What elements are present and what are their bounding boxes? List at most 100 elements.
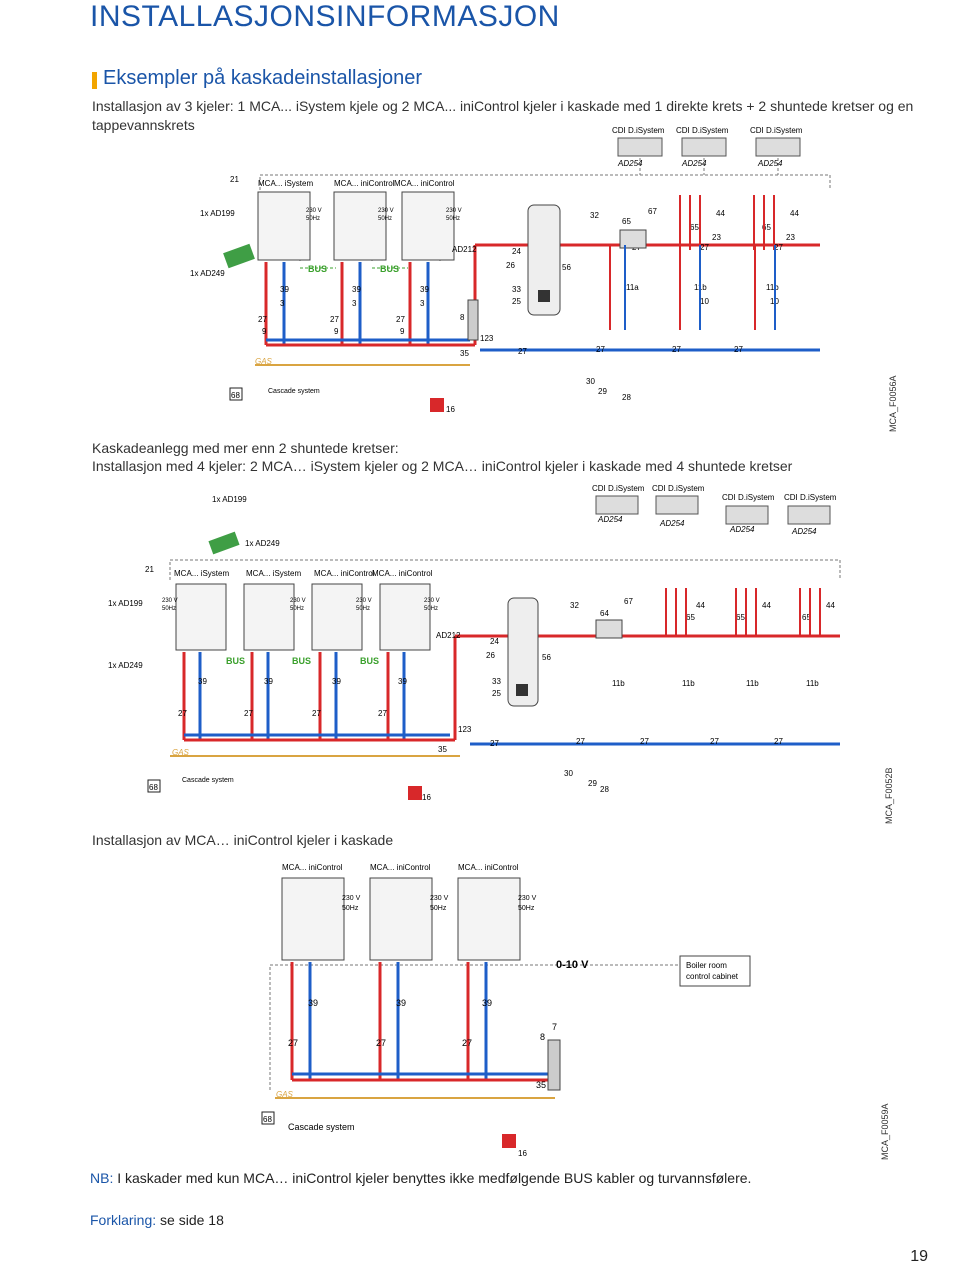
svg-text:MCA... iSystem: MCA... iSystem	[246, 569, 301, 578]
page-number: 19	[910, 1248, 928, 1265]
svg-text:123: 123	[458, 725, 472, 734]
svg-text:27: 27	[576, 737, 585, 746]
svg-text:230 V: 230 V	[290, 598, 306, 604]
svg-text:39: 39	[420, 285, 429, 294]
svg-text:3: 3	[280, 299, 285, 308]
separator	[467, 299, 479, 341]
svg-text:1x AD249: 1x AD249	[245, 539, 280, 548]
svg-text:230 V: 230 V	[162, 598, 178, 604]
svg-text:29: 29	[588, 779, 597, 788]
svg-text:MCA... iSystem: MCA... iSystem	[174, 569, 229, 578]
svg-text:23: 23	[786, 233, 795, 242]
svg-text:30: 30	[586, 377, 595, 386]
svg-text:11b: 11b	[682, 679, 695, 688]
svg-text:Cascade system: Cascade system	[288, 1122, 355, 1132]
svg-text:27: 27	[462, 1038, 472, 1048]
svg-text:65: 65	[802, 613, 811, 622]
svg-text:CDI D.iSystem: CDI D.iSystem	[592, 484, 645, 493]
legend-label: Forklaring:	[90, 1212, 157, 1228]
svg-text:27: 27	[378, 709, 387, 718]
section-title: Eksempler på kaskadeinstallasjoner	[103, 67, 423, 89]
svg-text:MCA... iniControl: MCA... iniControl	[372, 569, 433, 578]
svg-text:67: 67	[624, 597, 633, 606]
diagram2-caption-line2: Installasjon med 4 kjeler: 2 MCA… iSyste…	[92, 458, 793, 474]
svg-text:11b: 11b	[746, 679, 759, 688]
legend-text: se side 18	[156, 1212, 224, 1228]
svg-text:21: 21	[145, 565, 154, 574]
svg-text:26: 26	[486, 651, 495, 660]
svg-text:9: 9	[334, 327, 339, 336]
qty-ad199: 1x AD199	[200, 209, 235, 218]
boiler	[369, 877, 433, 961]
controller-1: CDI D.iSystem AD254	[612, 126, 665, 168]
pcb-icon	[208, 531, 240, 555]
svg-text:50Hz: 50Hz	[378, 216, 392, 222]
svg-text:39: 39	[332, 677, 341, 686]
svg-text:BUS: BUS	[226, 656, 245, 666]
svg-text:33: 33	[492, 677, 501, 686]
svg-text:16: 16	[518, 1149, 527, 1158]
svg-text:27: 27	[518, 347, 527, 356]
svg-text:MCA... iniControl: MCA... iniControl	[458, 863, 519, 872]
boiler-2: MCA... iniControl 230 V 50Hz	[333, 179, 395, 261]
svg-text:50Hz: 50Hz	[290, 606, 304, 612]
svg-text:50Hz: 50Hz	[518, 905, 535, 912]
svg-text:27: 27	[710, 737, 719, 746]
svg-text:27: 27	[244, 709, 253, 718]
svg-text:44: 44	[762, 601, 771, 610]
svg-text:11a: 11a	[626, 283, 639, 292]
svg-text:AD254: AD254	[659, 519, 685, 528]
svg-text:MCA... iniControl: MCA... iniControl	[282, 863, 343, 872]
svg-text:65: 65	[762, 223, 771, 232]
separator	[547, 1039, 561, 1091]
svg-text:27: 27	[734, 345, 743, 354]
boiler-label: MCA... iniControl	[394, 179, 455, 188]
svg-text:28: 28	[622, 393, 631, 402]
diagram2-schematic: 1x AD199 1x AD249 CDI D.iSystem CDI D.iS…	[108, 484, 841, 802]
label-21: 21	[230, 175, 239, 184]
svg-text:50Hz: 50Hz	[306, 216, 320, 222]
svg-text:50Hz: 50Hz	[446, 216, 460, 222]
svg-text:BUS: BUS	[360, 656, 379, 666]
svg-text:32: 32	[570, 601, 579, 610]
control-cabinet	[679, 955, 751, 987]
svg-text:27: 27	[312, 709, 321, 718]
svg-text:39: 39	[396, 998, 406, 1008]
boiler	[457, 877, 521, 961]
svg-text:23: 23	[712, 233, 721, 242]
svg-text:25: 25	[512, 297, 521, 306]
diagram2-caption-line1: Kaskadeanlegg med mer enn 2 shuntede kre…	[92, 440, 399, 456]
svg-text:GAS: GAS	[172, 748, 190, 757]
svg-text:50Hz: 50Hz	[424, 606, 438, 612]
svg-text:39: 39	[352, 285, 361, 294]
item-16	[430, 398, 444, 412]
svg-text:1x AD199: 1x AD199	[212, 495, 247, 504]
svg-text:Cascade system: Cascade system	[268, 388, 320, 395]
diagram1-schematic: CDI D.iSystem AD254 CDI D.iSystem AD254 …	[190, 126, 831, 414]
hot-water-tank	[527, 204, 561, 316]
boiler	[311, 583, 363, 651]
svg-text:65: 65	[686, 613, 695, 622]
svg-text:230 V: 230 V	[356, 598, 372, 604]
svg-text:39: 39	[308, 998, 318, 1008]
boiler	[281, 877, 345, 961]
svg-text:27: 27	[672, 345, 681, 354]
legend: Forklaring: se side 18	[90, 1212, 224, 1228]
svg-text:GAS: GAS	[276, 1090, 294, 1099]
controller-label: CDI D.iSystem	[750, 126, 803, 135]
svg-text:29: 29	[598, 387, 607, 396]
svg-text:65: 65	[622, 217, 631, 226]
diagram1-caption-line1: Installasjon av 3 kjeler: 1 MCA... iSyst…	[92, 98, 914, 114]
svg-text:24: 24	[512, 247, 521, 256]
svg-text:10: 10	[700, 297, 709, 306]
diagram3-schematic: MCA... iniControl MCA... iniControl MCA.…	[261, 863, 751, 1158]
svg-text:BUS: BUS	[308, 264, 327, 274]
svg-text:50Hz: 50Hz	[162, 606, 176, 612]
diagram1-caption-line2: tappevannskrets	[92, 117, 195, 133]
section-marker	[92, 72, 97, 89]
module-label: AD254	[617, 159, 643, 168]
svg-text:68: 68	[231, 391, 240, 400]
svg-text:AD254: AD254	[729, 525, 755, 534]
svg-text:39: 39	[198, 677, 207, 686]
svg-text:44: 44	[696, 601, 705, 610]
